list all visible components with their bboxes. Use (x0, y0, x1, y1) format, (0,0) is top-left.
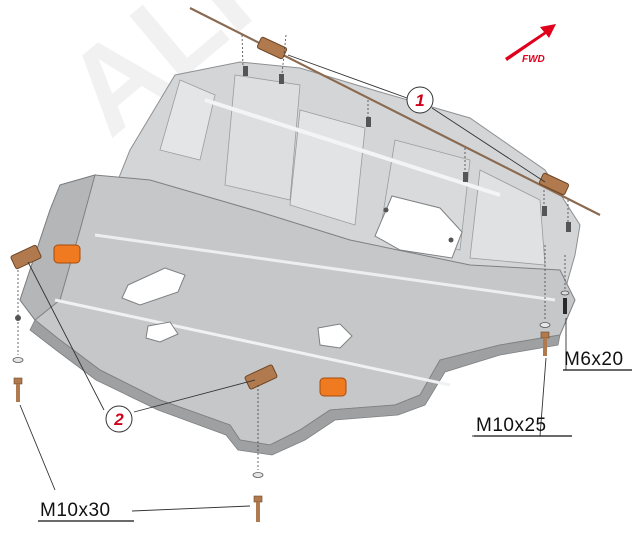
label-m10x30: M10x30 (40, 500, 111, 521)
plate-bolt-hole-2 (448, 237, 454, 243)
leader-m10x30-left (19, 404, 56, 491)
callout-2: 2 (105, 405, 133, 433)
rubber-pads (53, 244, 347, 397)
plate-rib-1 (159, 79, 216, 161)
plate-cutout-left (121, 267, 186, 306)
rubber-pad-left (53, 244, 81, 264)
leader-2-left (27, 261, 105, 411)
callout-1-number: 1 (415, 91, 424, 110)
plate-ridge-lower (94, 233, 556, 302)
skid-plate (15, 61, 581, 456)
plate-slot-5 (542, 206, 547, 216)
plate-cutout-mid (145, 321, 179, 343)
bracket-1-left (256, 36, 288, 60)
plate-rib-3 (289, 109, 366, 226)
callout-2-number: 2 (113, 410, 124, 429)
leader-2-center (133, 379, 256, 413)
leader-m10x30-right (131, 505, 251, 512)
plate-ridge-bottom (54, 298, 451, 387)
fwd-indicator: FWD (505, 24, 556, 65)
rear-rod (189, 7, 601, 216)
bolt-m6x20 (560, 290, 570, 314)
plate-ridge-upper (204, 98, 501, 197)
callout-1: 1 (406, 86, 434, 114)
plate-slot-1 (243, 66, 248, 76)
plate-cutout-rear (374, 195, 463, 259)
fwd-arrow-icon (505, 24, 556, 61)
label-m6x20: M6x20 (564, 349, 624, 370)
plate-bolt-hole-1 (383, 207, 389, 213)
leader-1-right (431, 107, 546, 183)
plate-slot-6 (566, 222, 571, 232)
plate-cutout-right (317, 323, 353, 349)
bolt-m10x30 (252, 472, 264, 522)
plate-rib-2 (224, 74, 301, 201)
fwd-label: FWD (522, 54, 545, 65)
leader-1-left (287, 54, 408, 99)
bolt-m10x25 (539, 322, 551, 356)
brackets (10, 7, 601, 390)
plate-bottom-edge (29, 319, 561, 456)
plate-slot-3 (366, 117, 371, 127)
bolt-drop-lines (17, 34, 569, 470)
label-m10x25: M10x25 (476, 415, 547, 436)
bracket-2-center (244, 364, 278, 390)
bolt-left (12, 357, 24, 402)
bracket-1-right (538, 172, 570, 196)
bolts (12, 290, 570, 522)
rubber-pad-right (319, 377, 347, 397)
plate-slot-2 (279, 74, 284, 84)
plate-slot-4 (463, 172, 468, 182)
